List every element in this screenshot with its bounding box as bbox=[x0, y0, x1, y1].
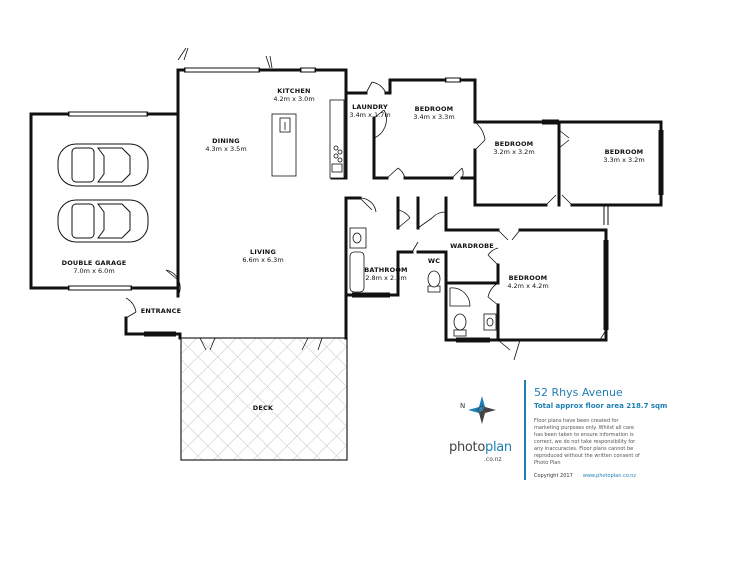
bedroom1-dims: 3.4m x 3.3m bbox=[413, 113, 454, 121]
website-link[interactable]: www.photoplan.co.nz bbox=[582, 473, 637, 479]
bathroom-fixtures bbox=[349, 227, 497, 337]
kitchen-name: KITCHEN bbox=[277, 87, 310, 95]
stove-icon bbox=[333, 145, 339, 151]
bedroom2-name: BEDROOM bbox=[495, 140, 534, 148]
wardrobe-name: WARDROBE bbox=[450, 242, 494, 250]
brand-logo: photoplan bbox=[449, 440, 512, 455]
total-floor-area: Total approx floor area 218.7 sqm bbox=[534, 402, 668, 410]
bedroom4-name: BEDROOM bbox=[509, 274, 548, 282]
garage-name: DOUBLE GARAGE bbox=[62, 259, 127, 267]
doors bbox=[125, 47, 607, 361]
svg-text:N: N bbox=[460, 402, 465, 410]
dining-dims: 4.3m x 3.5m bbox=[205, 145, 246, 153]
info-panel: 52 Rhys Avenue Total approx floor area 2… bbox=[524, 380, 694, 480]
bath-icon bbox=[349, 251, 365, 293]
garage-dims: 7.0m x 6.0m bbox=[73, 267, 114, 275]
compass-rose-icon: N bbox=[460, 396, 496, 424]
laundry-dims: 3.4m x 1.7m bbox=[349, 111, 390, 119]
bathroom-dims: 2.8m x 2.8m bbox=[365, 274, 406, 282]
walls bbox=[29, 68, 663, 342]
footer: Copyright 2017 www.photoplan.co.nz bbox=[534, 473, 694, 479]
deck-area bbox=[180, 337, 348, 461]
bedroom4-dims: 4.2m x 4.2m bbox=[507, 282, 548, 290]
bedroom3-dims: 3.3m x 3.2m bbox=[603, 156, 644, 164]
dining-name: DINING bbox=[212, 137, 240, 145]
deck-name: DECK bbox=[253, 404, 274, 412]
entrance-name: ENTRANCE bbox=[141, 307, 182, 315]
bedroom1-name: BEDROOM bbox=[415, 105, 454, 113]
property-address: 52 Rhys Avenue bbox=[534, 386, 623, 399]
living-name: LIVING bbox=[250, 248, 276, 256]
room-labels: KITCHEN 4.2m x 3.0m DINING 4.3m x 3.5m L… bbox=[62, 87, 645, 412]
car-icon bbox=[57, 143, 149, 243]
windows bbox=[68, 67, 664, 343]
copyright-text: Copyright 2017 bbox=[534, 473, 573, 479]
bedroom3-name: BEDROOM bbox=[605, 148, 644, 156]
wc-name: WC bbox=[428, 257, 440, 265]
bedroom2-dims: 3.2m x 3.2m bbox=[493, 148, 534, 156]
ensuite-toilet-icon bbox=[453, 329, 467, 337]
living-dims: 6.6m x 6.3m bbox=[242, 256, 283, 264]
laundry-name: LAUNDRY bbox=[352, 103, 388, 111]
brand-name-part2: plan bbox=[485, 440, 512, 455]
brand-name-part1: photo bbox=[449, 440, 485, 455]
kitchen-dims: 4.2m x 3.0m bbox=[273, 95, 314, 103]
kitchen-fixtures bbox=[271, 99, 345, 179]
shower-icon bbox=[449, 287, 471, 307]
bathroom-name: BATHROOM bbox=[364, 266, 407, 274]
disclaimer-text: Floor plans have been created for market… bbox=[534, 418, 640, 466]
brand-domain: .co.nz bbox=[484, 456, 502, 463]
